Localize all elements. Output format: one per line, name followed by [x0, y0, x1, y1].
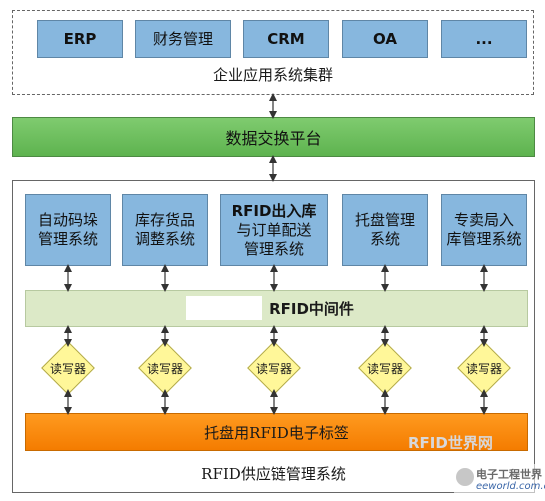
- subsystem-pallet: 托盘管理 系统: [342, 194, 428, 266]
- subsystem-inventory-line2: 调整系统: [134, 230, 195, 248]
- subsystem-rfid-inout: RFID出入库 与订单配送 管理系统: [220, 194, 328, 266]
- watermark-eeworld-logo-icon: [456, 468, 474, 486]
- subsystem-inventory: 库存货品 调整系统: [122, 194, 208, 266]
- reader-2-label: 读写器: [146, 361, 183, 376]
- subsystem-inventory-line1: 库存货品: [134, 211, 195, 229]
- watermark-rfid-world: RFID世界网: [408, 434, 493, 452]
- watermark-eeworld-url: eeworld.com.cn: [476, 481, 545, 492]
- subsystem-palletizing-line2: 管理系统: [37, 230, 98, 248]
- subsystem-monopoly-bureau: 专卖局入 库管理系统: [441, 194, 527, 266]
- watermark-eeworld: 电子工程世界 eeworld.com.cn: [454, 464, 545, 498]
- subsystem-monopoly-bureau-line2: 库管理系统: [446, 230, 522, 248]
- rfid-middleware: RFID中间件: [25, 290, 528, 327]
- reader-1-label: 读写器: [49, 361, 86, 376]
- rfid-scm-caption: RFID供应链管理系统: [201, 465, 346, 483]
- reader-3: 读写器: [247, 341, 301, 395]
- subsystem-palletizing-line1: 自动码垛: [37, 211, 98, 229]
- reader-5: 读写器: [457, 341, 511, 395]
- module-more: ...: [441, 20, 527, 58]
- subsystem-monopoly-bureau-line1: 专卖局入: [453, 211, 514, 229]
- subsystem-palletizing: 自动码垛 管理系统: [25, 194, 111, 266]
- module-oa: OA: [342, 20, 428, 58]
- subsystem-rfid-inout-line3: 管理系统: [243, 239, 304, 258]
- pallet-rfid-tag-label: 托盘用RFID电子标签: [204, 423, 349, 442]
- reader-3-label: 读写器: [255, 361, 292, 376]
- reader-5-label: 读写器: [465, 361, 502, 376]
- module-finance: 财务管理: [135, 20, 231, 58]
- module-crm: CRM: [243, 20, 329, 58]
- reader-4: 读写器: [358, 341, 412, 395]
- subsystem-pallet-line1: 托盘管理: [354, 211, 415, 229]
- enterprise-cluster-caption: 企业应用系统集群: [212, 66, 333, 84]
- subsystem-rfid-inout-line2: 与订单配送: [236, 220, 312, 239]
- rfid-middleware-label: RFID中间件: [269, 300, 354, 318]
- subsystem-pallet-line2: 系统: [369, 230, 400, 248]
- reader-4-label: 读写器: [366, 361, 403, 376]
- subsystem-rfid-inout-line1: RFID出入库: [231, 201, 317, 220]
- module-erp: ERP: [37, 20, 123, 58]
- data-exchange-platform: 数据交换平台: [12, 117, 535, 157]
- middleware-mask: [186, 296, 262, 320]
- reader-2: 读写器: [138, 341, 192, 395]
- watermark-eeworld-name: 电子工程世界: [476, 468, 542, 481]
- pallet-rfid-tag-bar: 托盘用RFID电子标签: [25, 413, 528, 451]
- reader-1: 读写器: [41, 341, 95, 395]
